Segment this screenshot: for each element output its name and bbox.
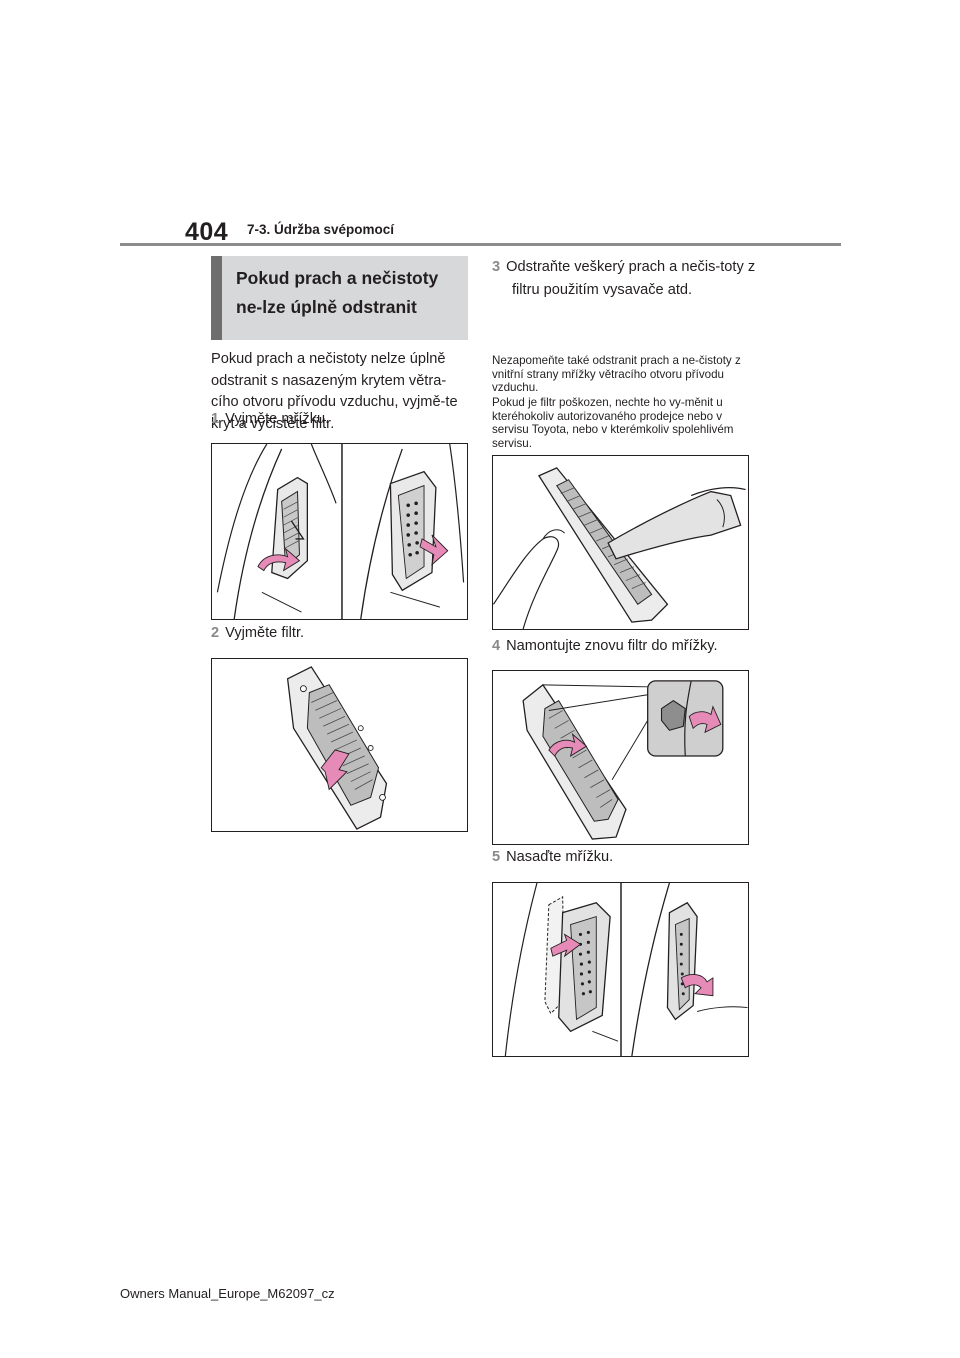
figure-remove-grille [211,443,468,620]
header-rule [120,243,841,246]
step-4: 4 Namontujte znovu filtr do mřížky. [492,635,718,658]
arrow-icon [688,705,722,734]
arrow-icon [680,974,714,997]
figure-install-filter [492,670,749,845]
step-5-number: 5 [492,849,501,865]
arrow-icon [320,749,350,791]
subsection-heading: Pokud prach a nečistoty ne-lze úplně ods… [211,256,468,340]
step-5: 5 Nasaďte mřížku. [492,846,613,869]
filter-installation-illustration [522,680,724,840]
page-number: 404 [185,218,229,246]
footer-manual-id: Owners Manual_Europe_M62097_cz [120,1286,335,1301]
section-title: 7-3. Údržba svépomocí [247,222,395,237]
grille-refit-illustration [504,883,748,1056]
step-5-text: Nasaďte mřížku. [506,849,614,865]
vacuum-nozzle-icon [607,490,742,560]
figure-refit-grille [492,882,749,1057]
filter-removal-illustration [286,666,388,830]
step-2: 2 Vyjměte filtr. [211,622,304,645]
figure-vacuum-filter [492,455,749,630]
note-filter-damaged: Pokud je filtr poškozen, nechte ho vy-mě… [492,396,734,450]
note-grille-inside: Nezapomeňte také odstranit prach a ne-či… [492,354,741,395]
step-2-number: 2 [211,625,220,641]
intro-paragraph: Pokud prach a nečistoty nelze úplně odst… [211,351,458,432]
step-3-number: 3 [492,259,501,275]
step-1-number: 1 [211,411,220,427]
figure-remove-filter [211,658,468,832]
arrow-icon [550,933,582,958]
step-4-text: Namontujte znovu filtr do mřížky. [506,638,718,654]
step-2-text: Vyjměte filtr. [225,625,305,641]
hand-icon [493,536,560,629]
arrow-icon [548,733,588,757]
step-1: 1 Vyjměte mřížku. [211,408,329,431]
step-3: 3 Odstraňte veškerý prach a nečis-toty z … [492,256,774,302]
step-3-text: Odstraňte veškerý prach a nečis-toty z f… [506,259,756,298]
vacuum-cleaning-illustration [493,467,746,629]
step-1-text: Vyjměte mřížku. [225,411,330,427]
step-4-number: 4 [492,638,501,654]
grille-removal-illustration [216,444,465,619]
arrow-icon [257,547,301,572]
arrow-icon [419,534,449,566]
